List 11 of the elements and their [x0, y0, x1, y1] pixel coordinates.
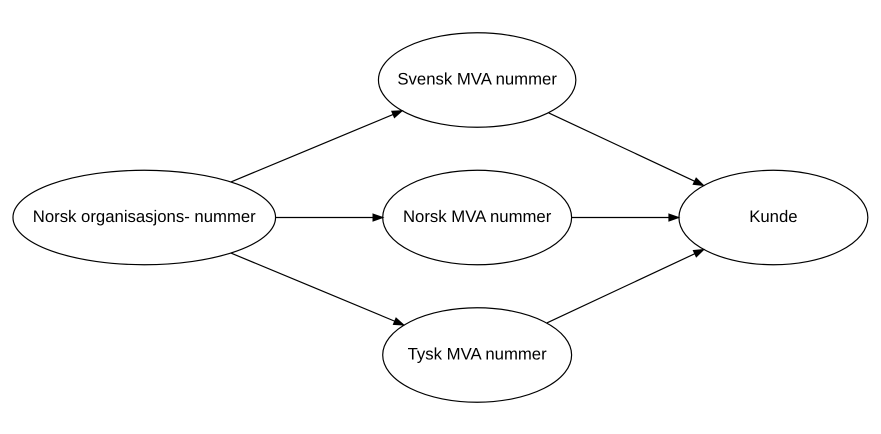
arrow	[230, 252, 406, 326]
arrow	[546, 248, 706, 323]
node-ellipse: Svensk MVA nummer	[378, 32, 576, 128]
arrow	[276, 212, 384, 222]
arrow	[230, 110, 404, 182]
node-ellipse: Kunde	[678, 169, 868, 265]
node-ellipse: Tysk MVA nummer	[382, 306, 572, 402]
node-ellipse: Norsk organisasjons- nummer	[12, 169, 276, 265]
arrow	[548, 112, 706, 186]
node-ellipse: Norsk MVA nummer	[382, 169, 572, 265]
arrow	[572, 212, 680, 222]
